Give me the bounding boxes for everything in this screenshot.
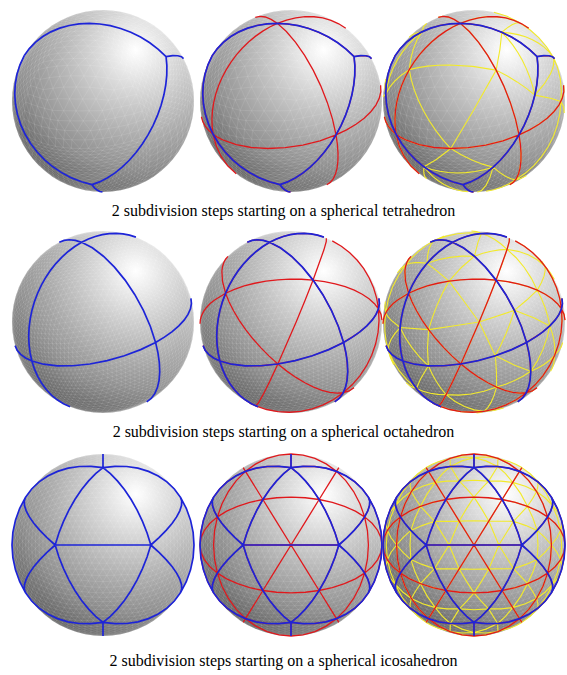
sphere bbox=[200, 454, 382, 636]
sphere bbox=[200, 10, 382, 192]
sphere bbox=[12, 10, 194, 192]
second-subdivision-edges bbox=[383, 12, 564, 192]
fine-mesh bbox=[200, 231, 382, 413]
base-polyhedron-edges bbox=[203, 23, 372, 192]
sphere-shading bbox=[12, 10, 194, 192]
fine-mesh bbox=[383, 10, 565, 192]
base-polyhedron-edges bbox=[386, 233, 562, 407]
sphere-shading bbox=[383, 231, 565, 413]
sphere bbox=[383, 10, 565, 192]
sphere bbox=[383, 231, 565, 413]
sphere-shading bbox=[12, 454, 194, 636]
first-subdivision-edges bbox=[384, 16, 563, 192]
second-subdivision-edges bbox=[383, 231, 565, 413]
first-subdivision-edges bbox=[200, 233, 382, 412]
fine-mesh bbox=[383, 454, 565, 636]
sphere-shading bbox=[200, 10, 382, 192]
figure-caption: 2 subdivision steps starting on a spheri… bbox=[112, 201, 455, 220]
fine-mesh bbox=[383, 231, 565, 413]
sphere-shading bbox=[200, 454, 382, 636]
base-polyhedron-edges bbox=[15, 233, 191, 407]
figure-caption: 2 subdivision steps starting on a spheri… bbox=[110, 651, 458, 670]
fine-mesh bbox=[12, 10, 194, 192]
fine-mesh bbox=[12, 454, 194, 636]
sphere-shading bbox=[383, 10, 565, 192]
fine-mesh bbox=[200, 454, 382, 636]
base-polyhedron-edges bbox=[200, 454, 382, 636]
sphere bbox=[12, 454, 194, 636]
second-subdivision-edges bbox=[383, 454, 565, 636]
base-polyhedron-edges bbox=[386, 23, 555, 192]
base-polyhedron-edges bbox=[203, 233, 379, 407]
base-polyhedron-edges bbox=[383, 454, 565, 636]
sphere-shading bbox=[383, 454, 565, 636]
base-polyhedron-edges bbox=[12, 454, 194, 636]
first-subdivision-edges bbox=[383, 233, 565, 412]
sphere bbox=[12, 231, 194, 413]
sphere-shading bbox=[12, 231, 194, 413]
first-subdivision-edges bbox=[383, 454, 565, 636]
sphere bbox=[383, 454, 565, 636]
base-polyhedron-edges bbox=[15, 23, 184, 192]
first-subdivision-edges bbox=[201, 16, 380, 192]
first-subdivision-edges bbox=[200, 454, 382, 636]
fine-mesh bbox=[12, 231, 194, 413]
sphere bbox=[200, 231, 382, 413]
sphere-shading bbox=[200, 231, 382, 413]
fine-mesh bbox=[200, 10, 382, 192]
figure-caption: 2 subdivision steps starting on a spheri… bbox=[113, 422, 455, 441]
